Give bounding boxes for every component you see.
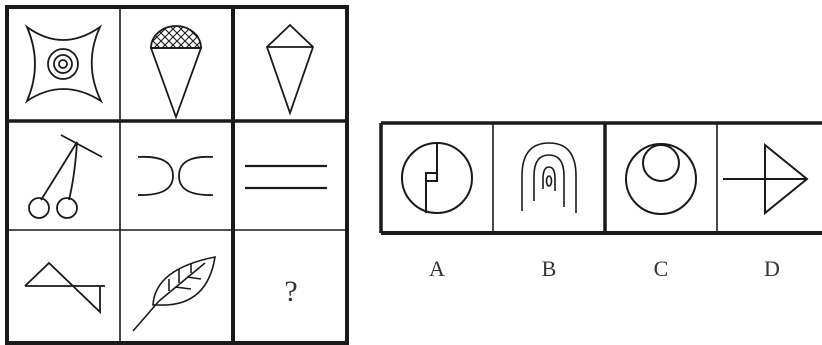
option-label-c: C	[653, 256, 669, 281]
figure-back-to-back-arcs	[137, 155, 214, 196]
figure-bowtie-line	[24, 261, 105, 315]
figure-concave-star-target	[24, 24, 104, 104]
figure-ice-cream-cone	[149, 25, 203, 120]
figure-parallel-lines	[245, 164, 327, 190]
option-c-figure	[625, 143, 697, 215]
figure-cherries	[28, 134, 103, 219]
option-label-b: B	[541, 256, 557, 281]
grid-lines	[5, 5, 349, 345]
option-label-a: A	[429, 256, 445, 281]
option-a-figure	[401, 142, 473, 214]
options-strip	[379, 121, 822, 236]
figure-kite-cone	[265, 23, 315, 116]
option-b-figure	[521, 142, 577, 213]
option-label-d: D	[764, 256, 780, 281]
options-grid-lines	[379, 121, 822, 235]
options-figures	[379, 121, 822, 235]
option-d-figure	[723, 142, 809, 216]
puzzle-grid-figures: ?	[5, 5, 349, 345]
missing-cell-question-mark: ?	[284, 275, 297, 308]
figure-leaf	[132, 255, 216, 332]
puzzle-grid: ?	[5, 5, 349, 345]
